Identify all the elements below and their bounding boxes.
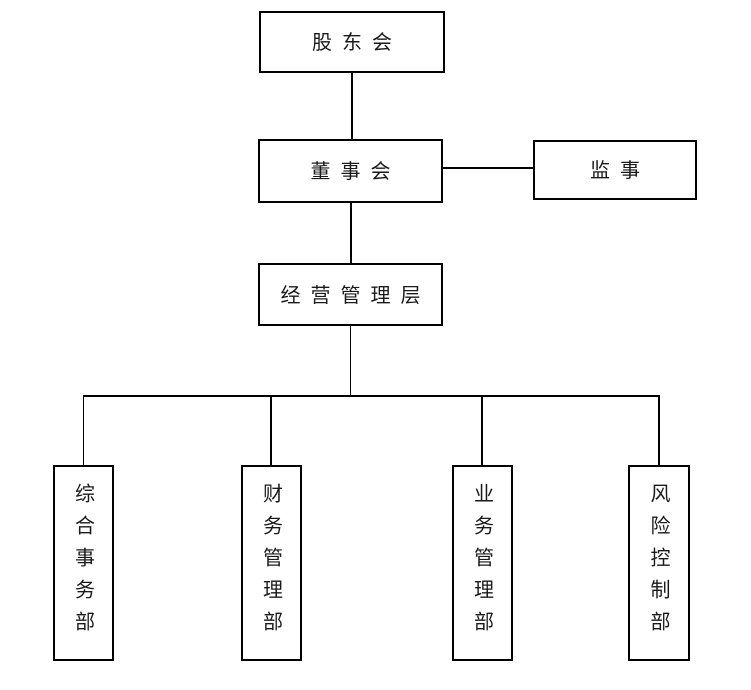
node-label: 监事 [590, 158, 650, 182]
node-board-of-directors: 董事会 [258, 139, 443, 203]
node-label: 经营管理层 [280, 282, 431, 307]
connector-board-management [350, 203, 352, 263]
node-label: 综合事务部 [71, 483, 96, 643]
node-dept-finance-management: 财务管理部 [241, 465, 302, 661]
connector-distributor-bar [82, 395, 660, 397]
node-label: 业务管理部 [470, 483, 495, 643]
node-label: 股东会 [312, 30, 402, 54]
node-supervisors: 监事 [533, 140, 697, 200]
connector-management-distributor [349, 326, 351, 396]
connector-board-supervisors [443, 167, 533, 169]
node-management-layer: 经营管理层 [258, 263, 443, 326]
connector-drop-dept4 [658, 396, 660, 465]
connector-drop-dept2 [270, 396, 272, 465]
node-dept-general-affairs: 综合事务部 [53, 465, 114, 661]
connector-drop-dept3 [481, 396, 483, 465]
node-label: 风险控制部 [647, 483, 671, 643]
node-dept-risk-control: 风险控制部 [628, 465, 690, 661]
node-shareholders-meeting: 股东会 [259, 11, 445, 73]
node-dept-business-management: 业务管理部 [452, 465, 513, 661]
connector-shareholders-board [351, 73, 353, 139]
connector-drop-dept1 [82, 396, 84, 465]
node-label: 财务管理部 [259, 483, 284, 643]
node-label: 董事会 [310, 159, 401, 183]
